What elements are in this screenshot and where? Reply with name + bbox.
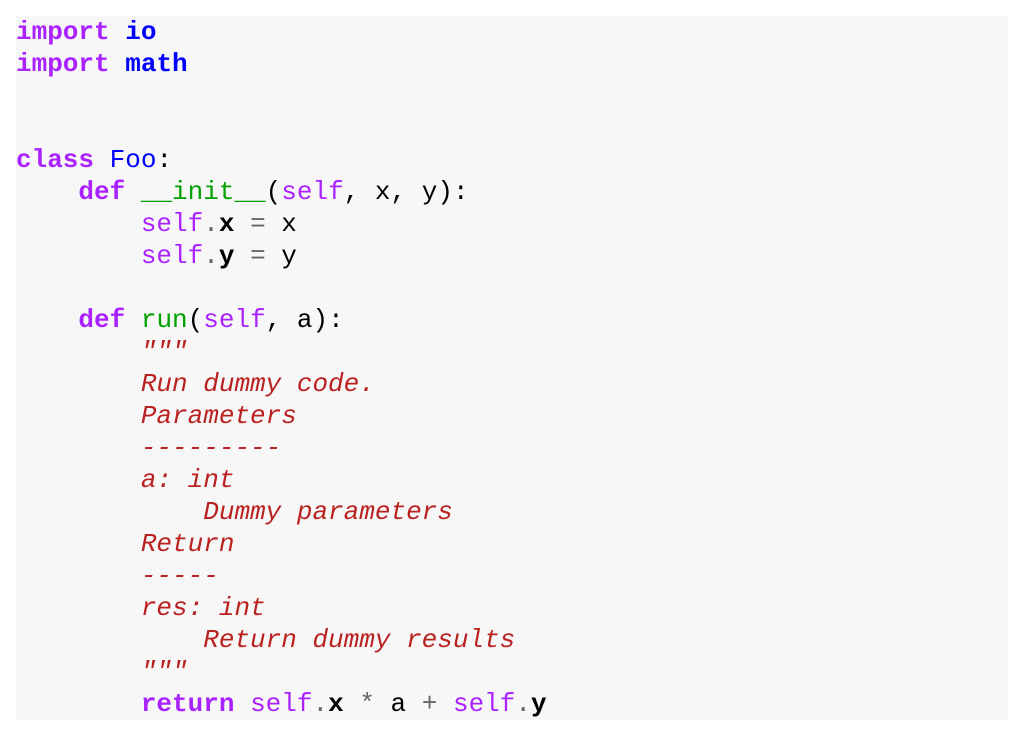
docstring-line: """	[16, 656, 1008, 688]
docstring-text: a: int	[140, 465, 235, 495]
code-line-4	[16, 112, 1008, 144]
keyword-def: def	[78, 305, 126, 335]
code-line-3	[16, 80, 1008, 112]
code-line-2: import math	[16, 48, 1008, 80]
variable: a	[390, 689, 407, 719]
function-name: run	[140, 305, 188, 335]
variable: y	[281, 241, 297, 271]
code-line-6: def __init__(self, x, y):	[16, 176, 1008, 208]
code-line-8: self.y = y	[16, 240, 1008, 272]
docstring-line: Return	[16, 528, 1008, 560]
attribute: x	[328, 689, 344, 719]
docstring-text: res: int	[140, 593, 266, 623]
docstring-line: a: int	[16, 464, 1008, 496]
docstring-line: Dummy parameters	[16, 496, 1008, 528]
self-param: self	[281, 177, 344, 207]
multiply-operator: *	[359, 689, 375, 719]
keyword-import: import	[16, 17, 110, 47]
self-ref: self	[140, 209, 204, 239]
keyword-def: def	[78, 177, 126, 207]
assign-operator: =	[250, 241, 266, 271]
docstring-line: Run dummy code.	[16, 368, 1008, 400]
param-x: x	[374, 177, 391, 207]
attribute: y	[531, 689, 547, 719]
param-a: a	[296, 305, 313, 335]
paren-open: (	[187, 305, 204, 335]
comma: ,	[390, 177, 407, 207]
docstring-line: res: int	[16, 592, 1008, 624]
paren-close: )	[437, 177, 453, 207]
self-ref: self	[452, 689, 516, 719]
dot-operator: .	[203, 209, 219, 239]
class-name: Foo	[109, 145, 157, 175]
colon: :	[156, 145, 173, 175]
paren-close: )	[312, 305, 329, 335]
self-param: self	[203, 305, 266, 335]
self-ref: self	[140, 241, 204, 271]
code-line-1: import io	[16, 16, 1008, 48]
docstring-text: Run dummy code.	[140, 369, 375, 399]
plus-operator: +	[421, 689, 438, 719]
docstring-line: Return dummy results	[16, 624, 1008, 656]
paren-open: (	[265, 177, 282, 207]
docstring-text: Parameters	[140, 401, 297, 431]
code-line-22: return self.x * a + self.y	[16, 688, 1008, 720]
docstring-line: -----	[16, 560, 1008, 592]
code-line-5: class Foo:	[16, 144, 1008, 176]
dot-operator: .	[203, 241, 219, 271]
comma: ,	[343, 177, 360, 207]
colon: :	[452, 177, 469, 207]
code-line-7: self.x = x	[16, 208, 1008, 240]
docstring-text: Return	[140, 529, 235, 559]
docstring-text: """	[140, 657, 188, 687]
docstring-text: Return dummy results	[140, 625, 516, 655]
comma: ,	[265, 305, 282, 335]
attribute: x	[218, 209, 235, 239]
keyword-import: import	[16, 49, 110, 79]
docstring-line: Parameters	[16, 400, 1008, 432]
docstring-text: Dummy parameters	[140, 497, 453, 527]
docstring-text: -----	[140, 561, 219, 591]
docstring-line: """	[16, 336, 1008, 368]
variable: x	[281, 209, 297, 239]
docstring-text: ---------	[140, 433, 282, 463]
colon: :	[328, 305, 344, 335]
docstring-line: ---------	[16, 432, 1008, 464]
docstring-text: """	[140, 337, 188, 367]
module-name: math	[125, 49, 188, 79]
code-line-10: def run(self, a):	[16, 304, 1008, 336]
dot-operator: .	[515, 689, 531, 719]
module-name: io	[125, 17, 157, 47]
keyword-class: class	[16, 145, 95, 175]
param-y: y	[421, 177, 438, 207]
self-ref: self	[250, 689, 313, 719]
assign-operator: =	[250, 209, 266, 239]
attribute: y	[218, 241, 235, 271]
code-line-9	[16, 272, 1008, 304]
dot-operator: .	[312, 689, 329, 719]
keyword-return: return	[140, 689, 235, 719]
function-name: __init__	[140, 177, 266, 207]
